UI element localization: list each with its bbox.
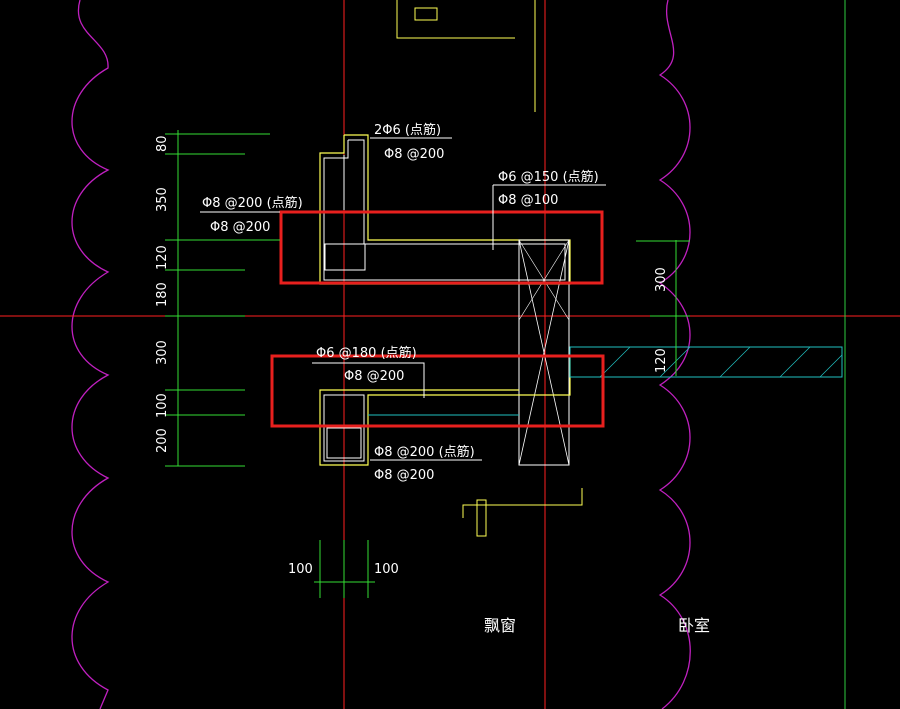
bottom-frame-mark [462, 488, 583, 537]
dim-bottom-left: 100 [288, 562, 313, 577]
right-dimension-chain [636, 240, 690, 376]
rebar-label-bottom-1: Φ8 @200 (点筋) [374, 444, 475, 460]
bottom-dimension-chain [314, 540, 375, 598]
dim-200: 200 [155, 428, 170, 453]
rebar-label-upper-left-1: Φ8 @200 (点筋) [202, 195, 303, 211]
hatched-wall [518, 239, 570, 466]
room-label-bay-window: 飘窗 [484, 616, 516, 635]
dim-80: 80 [155, 135, 170, 152]
dim-bottom-right: 100 [374, 562, 399, 577]
right-cloud-boundary [658, 0, 691, 709]
top-window-frame [396, 0, 536, 112]
rebar-label-lower-2: Φ8 @200 [344, 369, 404, 384]
dim-100: 100 [155, 393, 170, 418]
dim-right-300: 300 [654, 267, 669, 292]
highlight-box-upper[interactable] [279, 210, 604, 285]
lower-beam-section [319, 356, 571, 466]
left-cloud-boundary [71, 0, 110, 709]
rebar-label-upper-left-2: Φ8 @200 [210, 220, 270, 235]
dim-120: 120 [155, 245, 170, 270]
vertical-dimension-chain [165, 130, 280, 467]
dim-right-120: 120 [654, 348, 669, 373]
rebar-label-top-1: 2Φ6 (点筋) [374, 122, 441, 138]
rebar-label-upper-right-1: Φ6 @150 (点筋) [498, 169, 599, 185]
dim-180: 180 [155, 282, 170, 307]
rebar-label-upper-right-2: Φ8 @100 [498, 193, 558, 208]
rebar-label-top-2: Φ8 @200 [384, 147, 444, 162]
highlight-box-lower[interactable] [270, 354, 605, 428]
dim-300: 300 [155, 340, 170, 365]
rebar-leaders [200, 137, 606, 461]
vertical-dimension-texts: 80 350 120 180 300 100 200 [155, 135, 170, 453]
room-label-bedroom: 卧室 [678, 616, 710, 635]
rebar-label-lower-1: Φ6 @180 (点筋) [316, 345, 417, 361]
floor-slab-hatch [569, 346, 843, 378]
rebar-label-bottom-2: Φ8 @200 [374, 468, 434, 483]
dim-350: 350 [155, 187, 170, 212]
